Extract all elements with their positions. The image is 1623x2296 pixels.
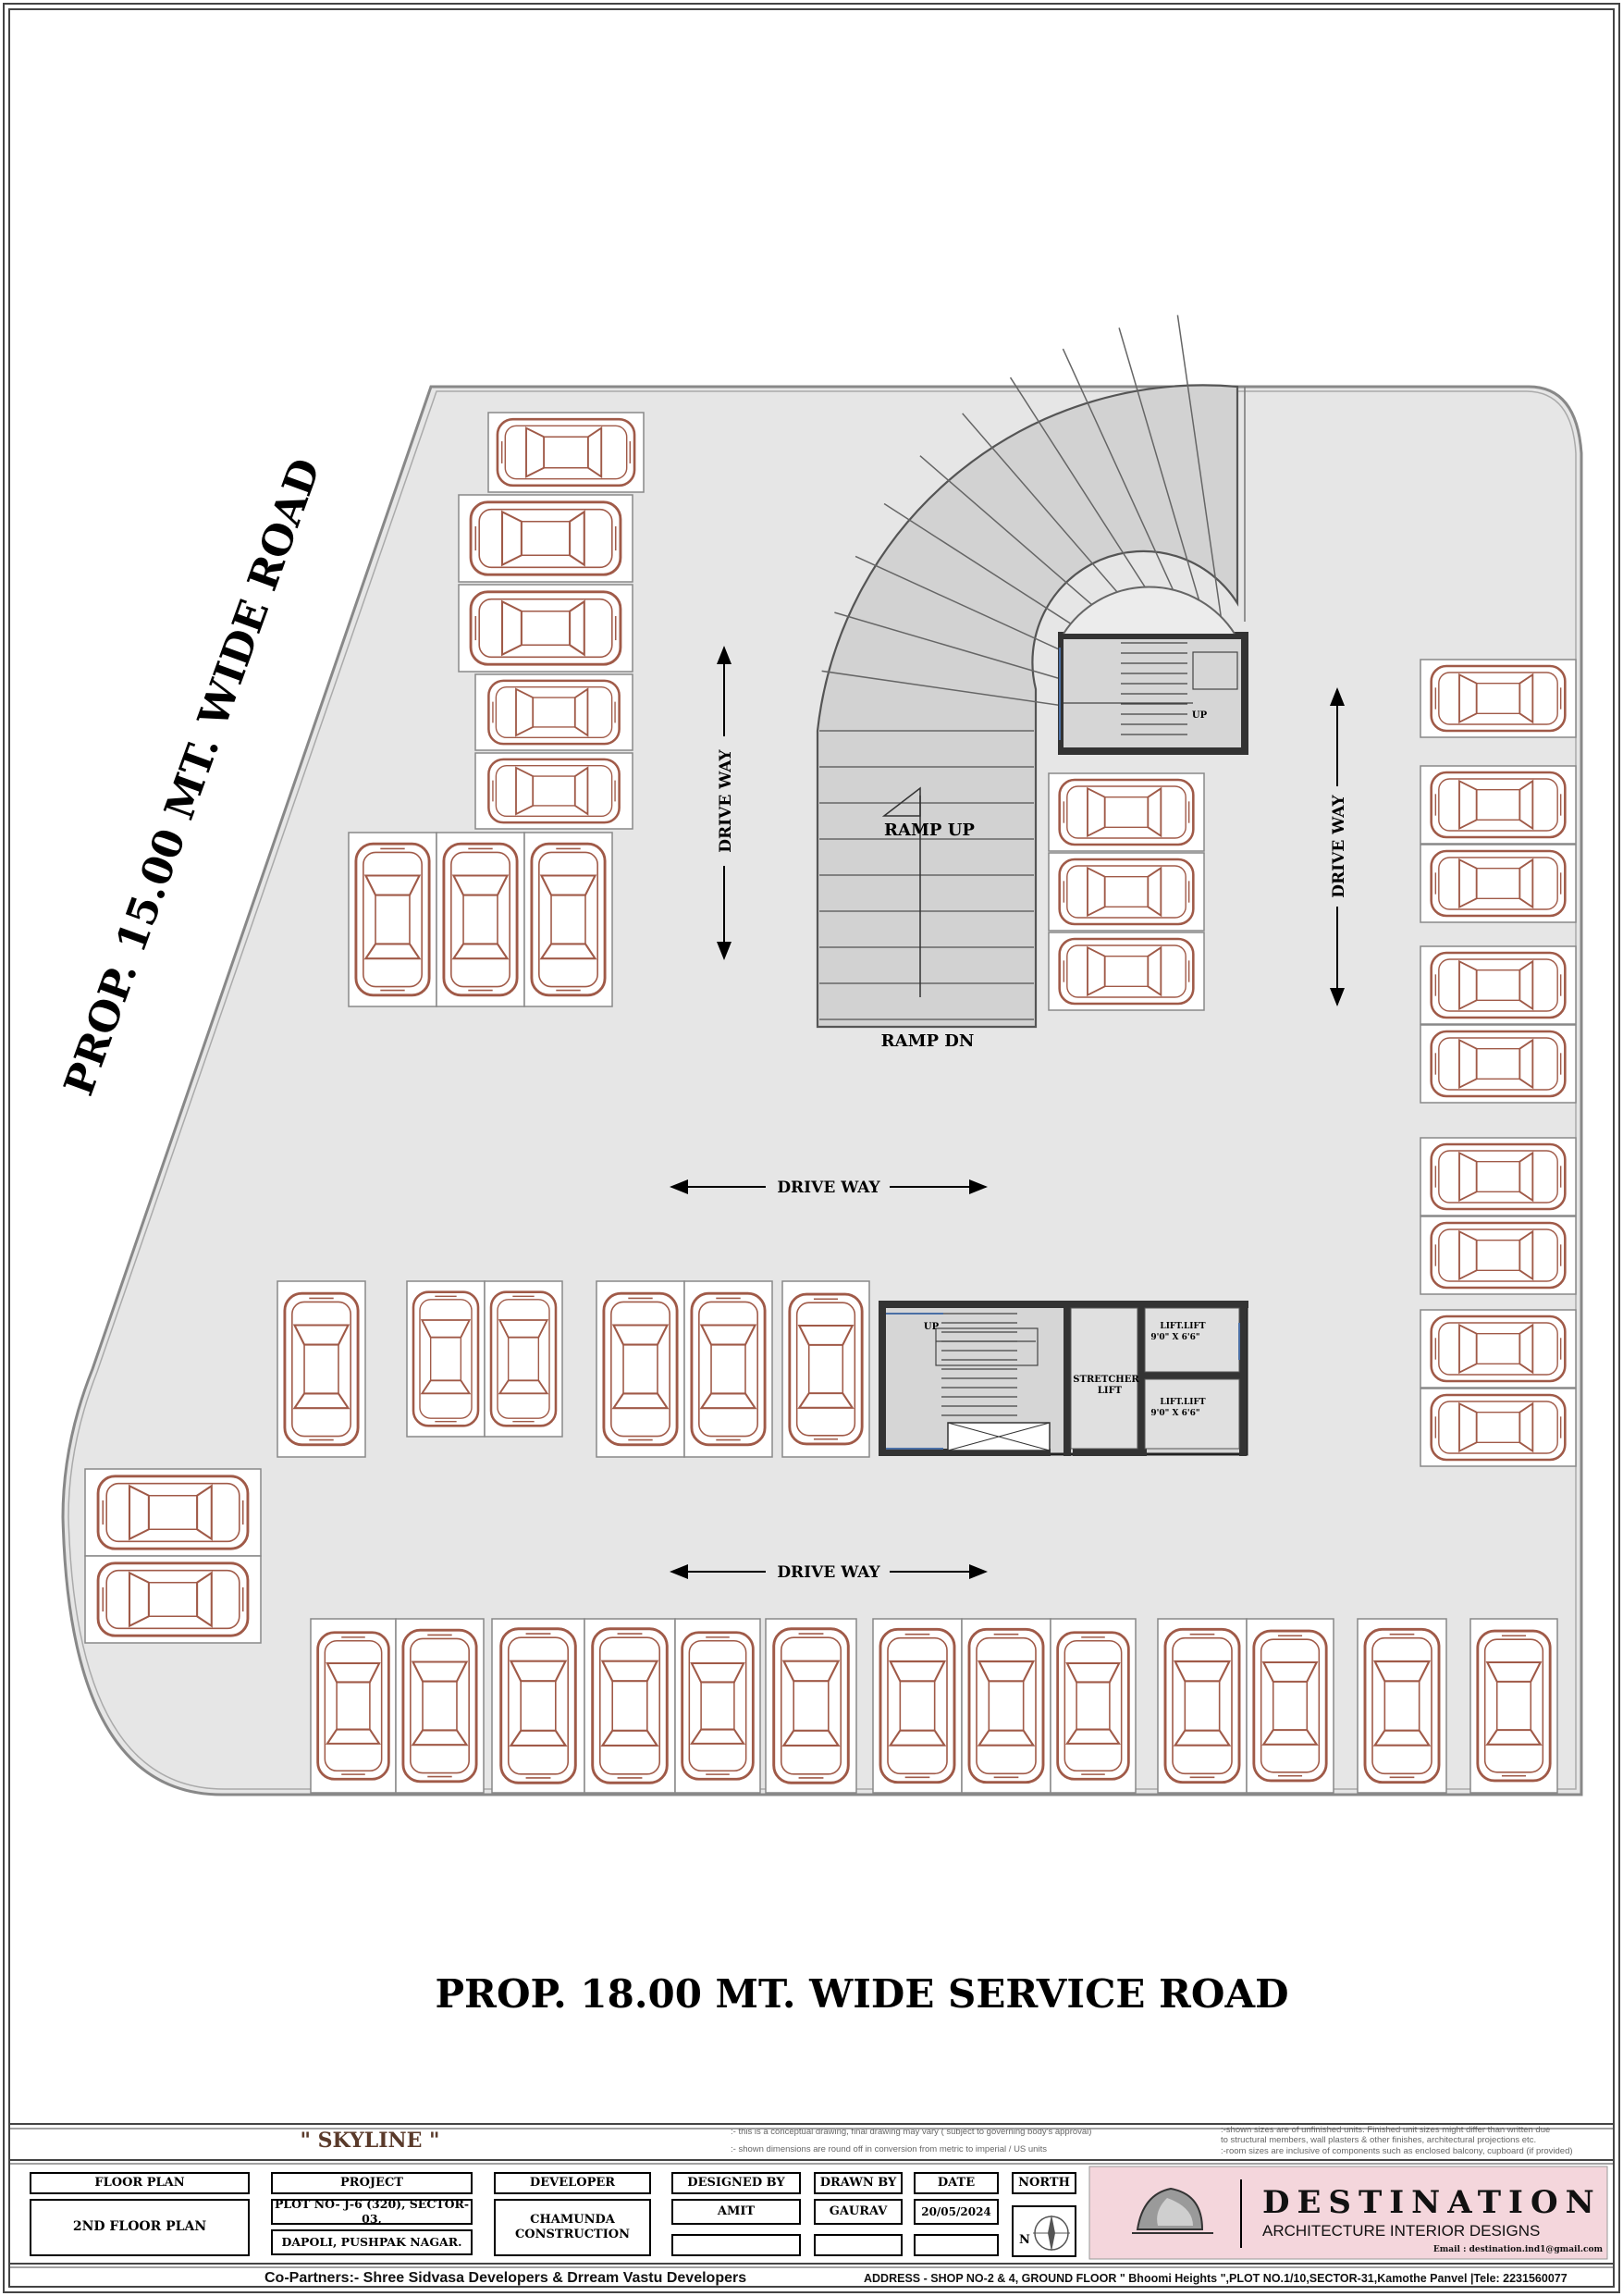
ramp-dn-label: RAMP DN xyxy=(881,1031,975,1051)
lower-stair-lift-core xyxy=(879,1301,1248,1456)
value-designed-by-blank xyxy=(671,2234,801,2256)
lift-2-size: 9'0" X 6'6" xyxy=(1150,1409,1199,1418)
parked-car-icon xyxy=(790,1294,862,1444)
north-letter: N xyxy=(1019,2233,1030,2247)
note-left-2: :- shown dimensions are round off in con… xyxy=(731,2144,1047,2154)
value-date: 20/05/2024 xyxy=(914,2199,999,2225)
parked-car-icon xyxy=(1058,778,1195,846)
parked-car-icon xyxy=(1430,771,1567,839)
north-compass-icon xyxy=(1033,2215,1070,2252)
firm-name: DESTINATION xyxy=(1262,2184,1602,2221)
parked-car-icon xyxy=(496,417,636,488)
firm-logo-icon xyxy=(1132,2187,1213,2234)
parked-car-icon xyxy=(487,679,621,746)
header-project: PROJECT xyxy=(271,2172,473,2194)
value-date-blank xyxy=(914,2234,999,2256)
parked-car-icon xyxy=(774,1629,849,1784)
driveway-label-right: DRIVE WAY xyxy=(1330,794,1348,897)
parked-car-icon xyxy=(604,1293,677,1445)
value-designed-by: AMIT xyxy=(671,2199,801,2225)
stretcher-lift-label-2: LIFT xyxy=(1098,1386,1123,1396)
header-designed-by: DESIGNED BY xyxy=(671,2172,801,2194)
value-project-line2: DAPOLI, PUSHPAK NAGAR. xyxy=(271,2229,473,2255)
driveway-label-bottom: DRIVE WAY xyxy=(777,1563,880,1582)
value-floor-plan: 2ND FLOOR PLAN xyxy=(30,2199,250,2256)
parked-car-icon xyxy=(96,1562,250,1637)
note-right-3: :-room sizes are inclusive of components… xyxy=(1221,2146,1573,2156)
bottom-road-label: PROP. 18.00 MT. WIDE SERVICE ROAD xyxy=(435,1971,1288,2017)
parked-car-icon xyxy=(1058,1633,1129,1779)
parked-car-icon xyxy=(532,844,605,995)
value-project-line1: PLOT NO- J-6 (320), SECTOR-03, xyxy=(271,2197,473,2226)
parked-car-icon xyxy=(356,844,429,995)
parked-car-icon xyxy=(491,1292,556,1426)
header-date: DATE xyxy=(914,2172,999,2194)
parked-car-icon xyxy=(96,1475,250,1550)
parked-car-icon xyxy=(1430,664,1567,733)
note-left-1: :- this is a conceptual drawing, final d… xyxy=(731,2127,1092,2137)
project-name: " SKYLINE " xyxy=(300,2129,440,2153)
ramp-up-label: RAMP UP xyxy=(884,821,975,840)
driveway-label-middle: DRIVE WAY xyxy=(777,1179,880,1197)
parked-car-icon xyxy=(692,1293,765,1445)
firm-tagline: ARCHITECTURE INTERIOR DESIGNS xyxy=(1262,2222,1540,2240)
value-north-box xyxy=(1012,2205,1076,2257)
parked-car-icon xyxy=(1478,1631,1550,1781)
value-developer: CHAMUNDA CONSTRUCTION xyxy=(494,2199,651,2256)
parked-car-icon xyxy=(285,1293,358,1445)
parked-car-icon xyxy=(969,1629,1043,1782)
parked-car-icon xyxy=(593,1629,668,1784)
parked-car-icon xyxy=(501,1629,576,1784)
stretcher-lift-label-1: STRETCHER xyxy=(1073,1375,1139,1385)
parked-car-icon xyxy=(682,1633,754,1779)
parked-car-icon xyxy=(1430,1221,1567,1290)
parked-car-icon xyxy=(1165,1629,1239,1782)
parked-car-icon xyxy=(444,844,517,995)
driveway-label-left: DRIVE WAY xyxy=(717,748,735,852)
parked-car-icon xyxy=(1430,849,1567,918)
parked-car-icon xyxy=(1430,1142,1567,1211)
parked-car-icon xyxy=(1430,1315,1567,1383)
parked-car-icon xyxy=(1254,1631,1326,1781)
parked-car-icon xyxy=(413,1292,478,1426)
note-right-1: :-shown sizes are of unfinished units. F… xyxy=(1221,2125,1551,2135)
parked-car-icon xyxy=(1365,1629,1439,1782)
parked-car-icon xyxy=(880,1629,954,1782)
parked-car-icon xyxy=(487,758,621,824)
header-drawn-by: DRAWN BY xyxy=(814,2172,903,2194)
co-partners: Co-Partners:- Shree Sidvasa Developers &… xyxy=(264,2270,747,2286)
header-north: NORTH xyxy=(1012,2172,1076,2194)
header-floor-plan: FLOOR PLAN xyxy=(30,2172,250,2194)
parked-car-icon xyxy=(403,1630,476,1782)
value-drawn-by-blank xyxy=(814,2234,903,2256)
header-developer: DEVELOPER xyxy=(494,2172,651,2194)
value-drawn-by: GAURAV xyxy=(814,2199,903,2225)
upper-stair-core xyxy=(1058,586,1248,755)
address: ADDRESS - SHOP NO-2 & 4, GROUND FLOOR " … xyxy=(864,2272,1568,2285)
lift-1-size: 9'0" X 6'6" xyxy=(1150,1333,1199,1342)
note-right-2: to structural members, wall plasters & o… xyxy=(1221,2135,1537,2145)
sheet-border-inner xyxy=(8,8,1615,2288)
parked-car-icon xyxy=(1058,858,1195,926)
parked-car-icon xyxy=(1430,1030,1567,1098)
upper-stair-up-label: UP xyxy=(1192,710,1208,721)
parked-car-icon xyxy=(1430,951,1567,1019)
lift-2-label: LIFT.LIFT xyxy=(1160,1398,1206,1407)
lower-stair-up-label: UP xyxy=(924,1322,940,1332)
parked-car-icon xyxy=(469,590,622,666)
lift-1-label: LIFT.LIFT xyxy=(1160,1322,1206,1331)
sheet-border-outer xyxy=(3,3,1620,2293)
parked-car-icon xyxy=(318,1633,389,1779)
parked-car-icon xyxy=(1430,1393,1567,1462)
parked-car-icon xyxy=(469,500,622,576)
floor-slab-inner-edge xyxy=(68,390,1577,1790)
parked-car-icon xyxy=(1058,937,1195,1006)
firm-email: Email : destination.ind1@gmail.com xyxy=(1433,2245,1604,2254)
